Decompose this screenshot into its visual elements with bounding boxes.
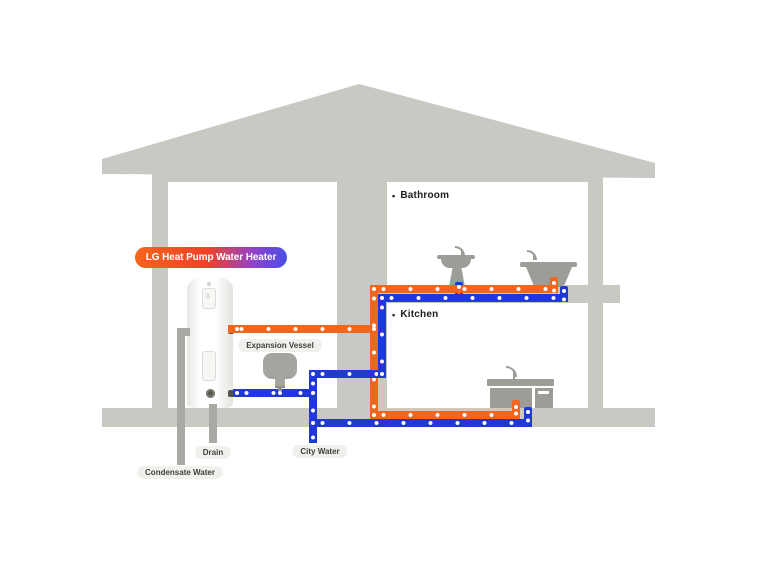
hot-pipe-bathroom-run — [370, 285, 558, 293]
room-kitchen — [387, 303, 588, 408]
kitchen-cabinet-left — [490, 388, 532, 408]
cold-pipe-bathtub-stub — [560, 286, 568, 302]
bathroom-bullet: • — [392, 190, 396, 201]
floor-ledge-right — [588, 285, 620, 303]
pipe-joint-dot — [311, 421, 315, 425]
pipe-joint-dot — [526, 410, 530, 414]
tank-vent — [207, 282, 211, 286]
pipe-joint-dot — [278, 391, 282, 395]
kitchen-label: • Kitchen — [392, 309, 438, 320]
pipe-joint-dot — [457, 285, 461, 289]
pipe-joint-dot — [562, 289, 566, 293]
pipe-joint-dot — [235, 391, 239, 395]
condensate-pipe — [177, 328, 185, 465]
condensate-water-label-text: Condensate Water — [145, 468, 215, 477]
cold-pipe-bathroom-run — [378, 294, 568, 302]
bathtub-rim — [520, 262, 577, 267]
drain-label-text: Drain — [202, 448, 224, 457]
kitchen-label-text: Kitchen — [400, 309, 439, 320]
bathroom-label-text: Bathroom — [400, 190, 450, 201]
tank-panel-slot — [206, 293, 210, 299]
city-water-label-text: City Water — [300, 447, 340, 456]
cold-pipe-tank-feed — [233, 389, 317, 397]
cold-pipe-kitchen-run — [309, 419, 532, 427]
kitchen-faucet-icon — [506, 366, 517, 377]
bathtub-body — [526, 267, 572, 287]
cold-pipe-kitchen-stub — [524, 407, 532, 427]
cold-pipe-riser — [378, 294, 386, 378]
hot-pipe-kitchen-stub — [512, 400, 520, 419]
expansion-vessel-label: Expansion Vessel — [238, 339, 322, 352]
product-badge: LG Heat Pump Water Heater — [135, 247, 287, 268]
kitchen-bullet: • — [392, 309, 396, 320]
expansion-vessel-stem — [278, 386, 282, 391]
drain-pipe — [209, 404, 217, 443]
bathtub-faucet-stem — [533, 254, 535, 260]
pipe-joint-dot — [380, 296, 384, 300]
kitchen-cabinet-handle — [538, 391, 549, 394]
hot-pipe-tank-outlet — [228, 325, 378, 333]
pipe-joint-dot — [311, 391, 315, 395]
kitchen-faucet-stem — [513, 370, 515, 379]
bathroom-label: • Bathroom — [392, 190, 449, 201]
cold-pipe-jog — [309, 370, 386, 378]
cold-pipe-city-riser — [309, 370, 317, 443]
pipe-joint-dot — [372, 327, 376, 331]
product-badge-text: LG Heat Pump Water Heater — [145, 252, 277, 263]
pipe-joint-dot — [372, 413, 376, 417]
tank-drain-valve — [206, 389, 215, 398]
bathroom-sink-faucet-icon — [455, 246, 465, 256]
pipe-joint-dot — [235, 327, 239, 331]
expansion-vessel — [263, 353, 297, 379]
pipe-joint-dot — [552, 281, 556, 285]
tank-cold-inlet-fitting — [228, 390, 234, 397]
expansion-vessel-label-text: Expansion Vessel — [246, 341, 314, 350]
bathroom-sink-faucet-stem — [461, 250, 463, 255]
bathtub-faucet-icon — [527, 250, 537, 260]
tank-access-panel — [202, 351, 216, 381]
condensate-water-label: Condensate Water — [137, 466, 223, 479]
pipe-joint-dot — [514, 405, 518, 409]
hot-pipe-kitchen-run — [370, 411, 520, 419]
bathroom-sink-lip — [437, 255, 475, 259]
hot-pipe-bathtub-stub — [550, 277, 558, 293]
water-heater-tank — [187, 276, 234, 408]
hot-pipe-riser — [370, 285, 378, 419]
pipe-joint-dot — [380, 372, 384, 376]
bathroom-sink-bowl — [441, 259, 471, 268]
pipe-joint-dot — [311, 372, 315, 376]
city-water-label: City Water — [292, 445, 348, 458]
kitchen-countertop — [487, 379, 554, 386]
pipe-joint-dot — [372, 287, 376, 291]
drain-label: Drain — [194, 446, 232, 459]
